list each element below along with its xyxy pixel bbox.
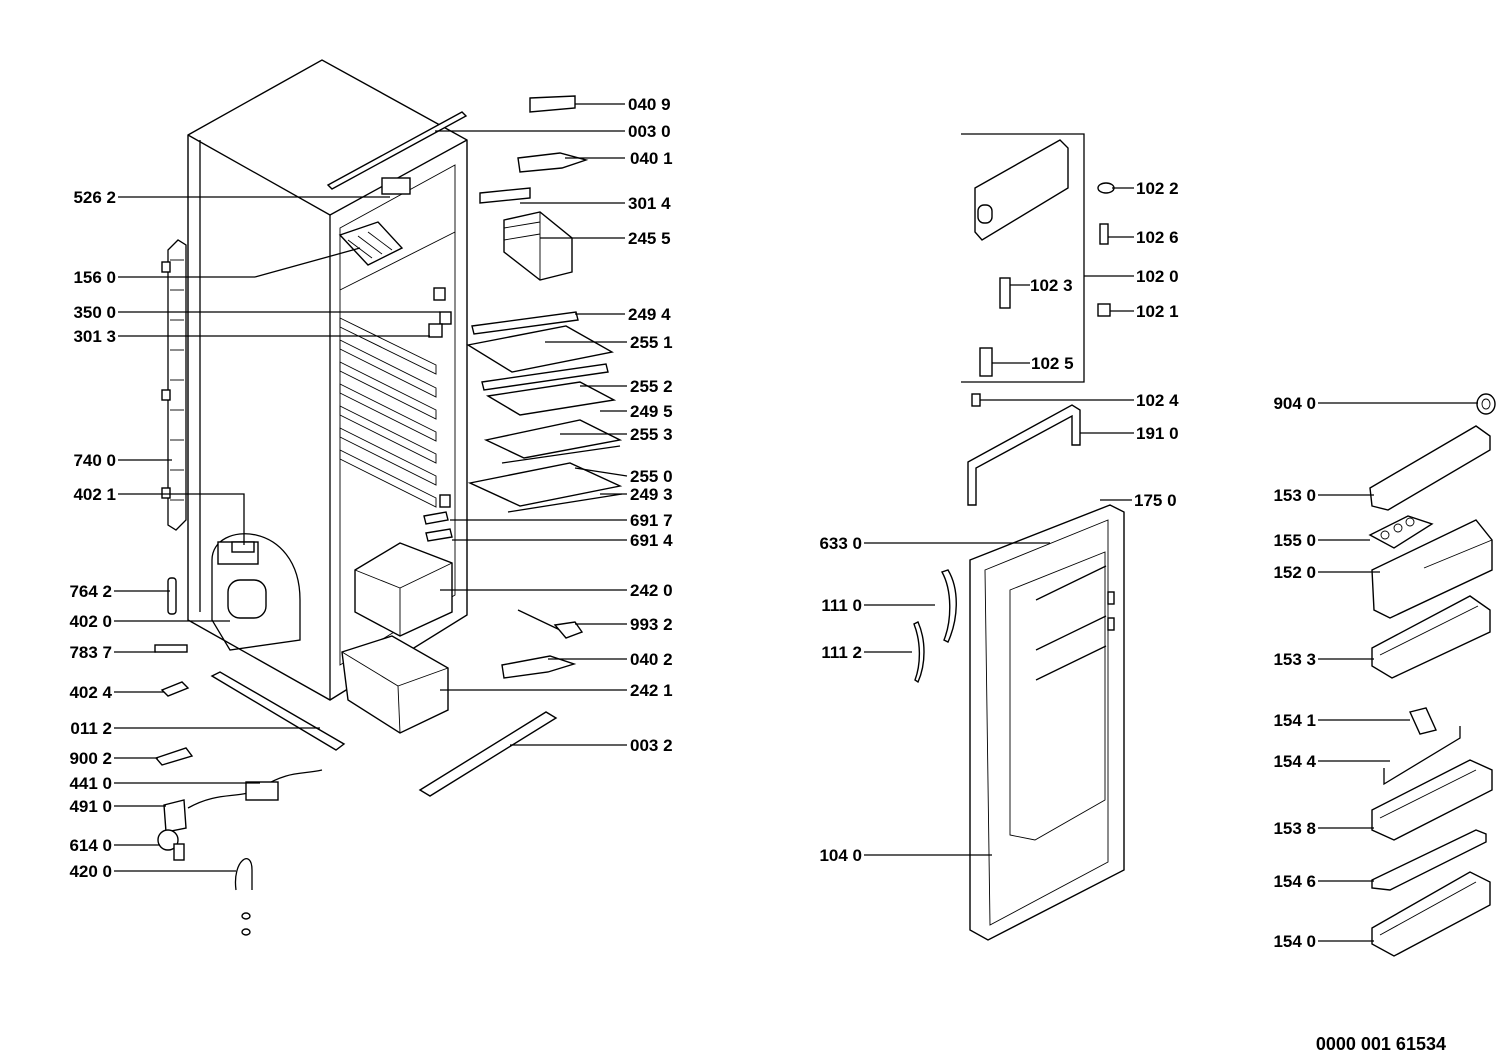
callout-526-2: 526 2: [73, 188, 116, 207]
shelf-rails: [339, 317, 437, 508]
callout-102-0: 102 0: [1136, 267, 1179, 286]
condenser-coil: [161, 239, 187, 531]
callout-691-7: 691 7: [630, 511, 673, 530]
callout-242-0: 242 0: [630, 581, 673, 600]
callout-740-0: 740 0: [73, 451, 116, 470]
callout-040-9: 040 9: [628, 95, 671, 114]
callout-242-1: 242 1: [630, 681, 673, 700]
door-fittings: [913, 133, 1125, 941]
callout-102-3: 102 3: [1030, 276, 1073, 295]
callout-154-0: 154 0: [1273, 932, 1316, 951]
callout-491-0: 491 0: [69, 797, 112, 816]
callout-900-2: 900 2: [69, 749, 112, 768]
callout-175-0: 175 0: [1134, 491, 1177, 510]
callout-leaders: [114, 103, 1478, 942]
callout-191-0: 191 0: [1136, 424, 1179, 443]
callout-040-1: 040 1: [630, 149, 673, 168]
callout-labels: 526 2 156 0 350 0 301 3 740 0 402 1 764 …: [69, 95, 1316, 951]
callout-402-0: 402 0: [69, 612, 112, 631]
callout-102-4: 102 4: [1136, 391, 1179, 410]
callout-153-3: 153 3: [1273, 650, 1316, 669]
callout-614-0: 614 0: [69, 836, 112, 855]
callout-301-4: 301 4: [628, 194, 671, 213]
callout-153-0: 153 0: [1273, 486, 1316, 505]
callout-441-0: 441 0: [69, 774, 112, 793]
callout-402-4: 402 4: [69, 683, 112, 702]
callout-255-1: 255 1: [630, 333, 673, 352]
callout-003-2: 003 2: [630, 736, 673, 755]
callout-111-2: 111 2: [821, 643, 862, 662]
callout-402-1: 402 1: [73, 485, 116, 504]
callout-301-3: 301 3: [73, 327, 116, 346]
callout-156-0: 156 0: [73, 268, 116, 287]
callout-255-2: 255 2: [630, 377, 673, 396]
callout-040-2: 040 2: [630, 650, 673, 669]
callout-420-0: 420 0: [69, 862, 112, 881]
callout-350-0: 350 0: [73, 303, 116, 322]
callout-249-3: 249 3: [630, 485, 673, 504]
cabinet-parts: [154, 95, 623, 936]
callout-245-5: 245 5: [628, 229, 671, 248]
callout-104-0: 104 0: [819, 846, 862, 865]
callout-255-0: 255 0: [630, 467, 673, 486]
callout-111-0: 111 0: [821, 596, 862, 615]
callout-255-3: 255 3: [630, 425, 673, 444]
callout-102-2: 102 2: [1136, 179, 1179, 198]
callout-783-7: 783 7: [69, 643, 112, 662]
door-bins: [1368, 393, 1496, 957]
callout-633-0: 633 0: [819, 534, 862, 553]
callout-153-8: 153 8: [1273, 819, 1316, 838]
callout-102-5: 102 5: [1031, 354, 1074, 373]
refrigerator-cabinet: [161, 59, 468, 701]
callout-154-1: 154 1: [1273, 711, 1316, 730]
callout-249-4: 249 4: [628, 305, 671, 324]
callout-102-1: 102 1: [1136, 302, 1179, 321]
callout-904-0: 904 0: [1273, 394, 1316, 413]
callout-993-2: 993 2: [630, 615, 673, 634]
callout-154-4: 154 4: [1273, 752, 1316, 771]
callout-102-6: 102 6: [1136, 228, 1179, 247]
callout-011-2: 011 2: [70, 719, 112, 738]
callout-764-2: 764 2: [69, 582, 112, 601]
callout-691-4: 691 4: [630, 531, 673, 550]
callout-249-5: 249 5: [630, 402, 673, 421]
callout-152-0: 152 0: [1273, 563, 1316, 582]
document-number: 0000 001 61534: [1316, 1034, 1446, 1054]
callout-003-0: 003 0: [628, 122, 671, 141]
callout-155-0: 155 0: [1273, 531, 1316, 550]
callout-154-6: 154 6: [1273, 872, 1316, 891]
